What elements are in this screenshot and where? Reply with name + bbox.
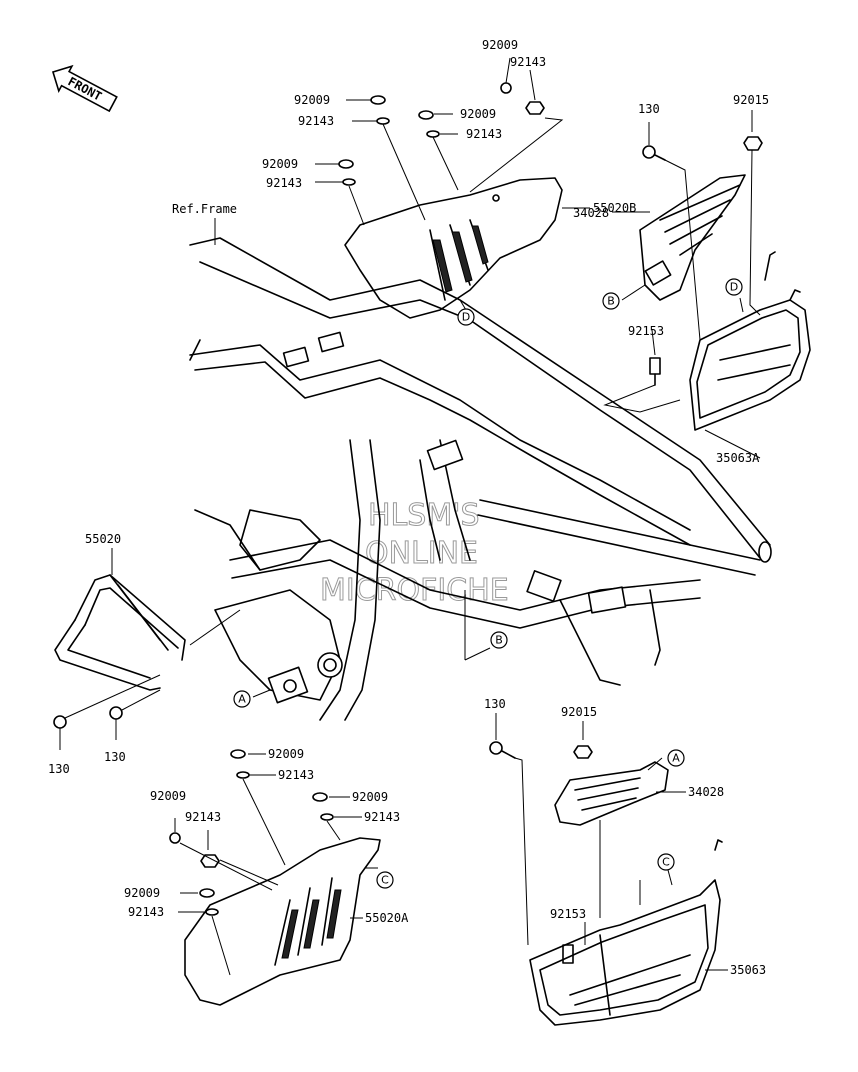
part-label-130: 130 [48, 762, 70, 776]
part-label-34028: 34028 [573, 206, 609, 220]
part-label-92009: 92009 [482, 38, 518, 52]
callout-b-right: B [602, 292, 620, 310]
part-label-55020A: 55020A [365, 911, 409, 925]
ref-frame-label: Ref.Frame [172, 202, 237, 216]
footrest-34028-top [639, 174, 746, 301]
part-label-92009: 92009 [352, 790, 388, 804]
frame-drawing [189, 237, 772, 721]
part-label-92143: 92143 [510, 55, 546, 69]
front-arrow-icon: FRONT [51, 64, 118, 113]
guard-55020 [54, 574, 186, 691]
part-label-34028: 34028 [688, 785, 724, 799]
svg-text:D: D [462, 311, 470, 324]
watermark-line-2: ONLINE [365, 536, 478, 571]
nut-92015-top [743, 136, 763, 151]
part-label-92143: 92143 [185, 810, 221, 824]
front-label: FRONT [66, 74, 104, 103]
svg-text:D: D [730, 281, 738, 294]
bolt-130-bottom [489, 741, 516, 759]
callout-d-right: D [725, 278, 743, 296]
fasteners-top [338, 82, 545, 186]
part-label-92153: 92153 [628, 324, 664, 338]
callout-c-left: C [376, 871, 394, 889]
part-label-55020B: 55020B [593, 201, 636, 215]
part-label-92143: 92143 [364, 810, 400, 824]
part-label-92143: 92143 [278, 768, 314, 782]
callout-a-right: A [667, 749, 685, 767]
part-label-130: 130 [484, 697, 506, 711]
part-label-92143: 92143 [128, 905, 164, 919]
watermark-line-1: HLSM'S [368, 498, 480, 533]
svg-text:C: C [381, 874, 389, 887]
callout-c-right: C [657, 853, 675, 871]
part-label-92015: 92015 [561, 705, 597, 719]
part-label-92009: 92009 [124, 886, 160, 900]
part-label-92009: 92009 [294, 93, 330, 107]
part-label-92153: 92153 [550, 907, 586, 921]
callout-d-top: D [457, 308, 475, 326]
part-label-130: 130 [104, 750, 126, 764]
svg-text:C: C [662, 856, 670, 869]
svg-text:B: B [495, 634, 503, 647]
watermark-line-3: MICROFICHE [320, 573, 509, 608]
part-label-35063A: 35063A [716, 451, 760, 465]
part-label-92143: 92143 [466, 127, 502, 141]
part-label-130: 130 [638, 102, 660, 116]
part-label-92015: 92015 [733, 93, 769, 107]
bolt-130-top [642, 145, 666, 161]
part-label-92143: 92143 [266, 176, 302, 190]
guard-35063 [529, 839, 723, 1026]
guard-35063A [689, 251, 811, 431]
bolt-92153-top [649, 357, 661, 386]
svg-text:A: A [238, 693, 246, 706]
footrest-34028-bottom [554, 761, 669, 826]
nut-92015-bottom [573, 745, 593, 759]
callout-a-left: A [233, 690, 251, 708]
bolt-92153-bottom [562, 944, 574, 964]
part-label-92143: 92143 [298, 114, 334, 128]
bolt-130-left-b [109, 706, 123, 720]
part-labels: Ref.Frame 92009 92143 92009 92143 92009 … [48, 38, 769, 977]
callout-b-frame: B [490, 631, 508, 649]
svg-text:B: B [607, 295, 615, 308]
part-label-35063: 35063 [730, 963, 766, 977]
leader-lines [59, 57, 761, 976]
part-label-55020: 55020 [85, 532, 121, 546]
fasteners-bottom-left [169, 749, 334, 916]
part-label-92009: 92009 [268, 747, 304, 761]
bolt-130-left-a [53, 715, 67, 729]
part-label-92009: 92009 [150, 789, 186, 803]
part-label-92009: 92009 [262, 157, 298, 171]
svg-text:A: A [672, 752, 680, 765]
foot-guard-55020B [344, 177, 563, 319]
foot-guard-55020A [184, 837, 381, 1006]
watermark: HLSM'S ONLINE MICROFICHE [320, 498, 510, 609]
part-label-92009: 92009 [460, 107, 496, 121]
